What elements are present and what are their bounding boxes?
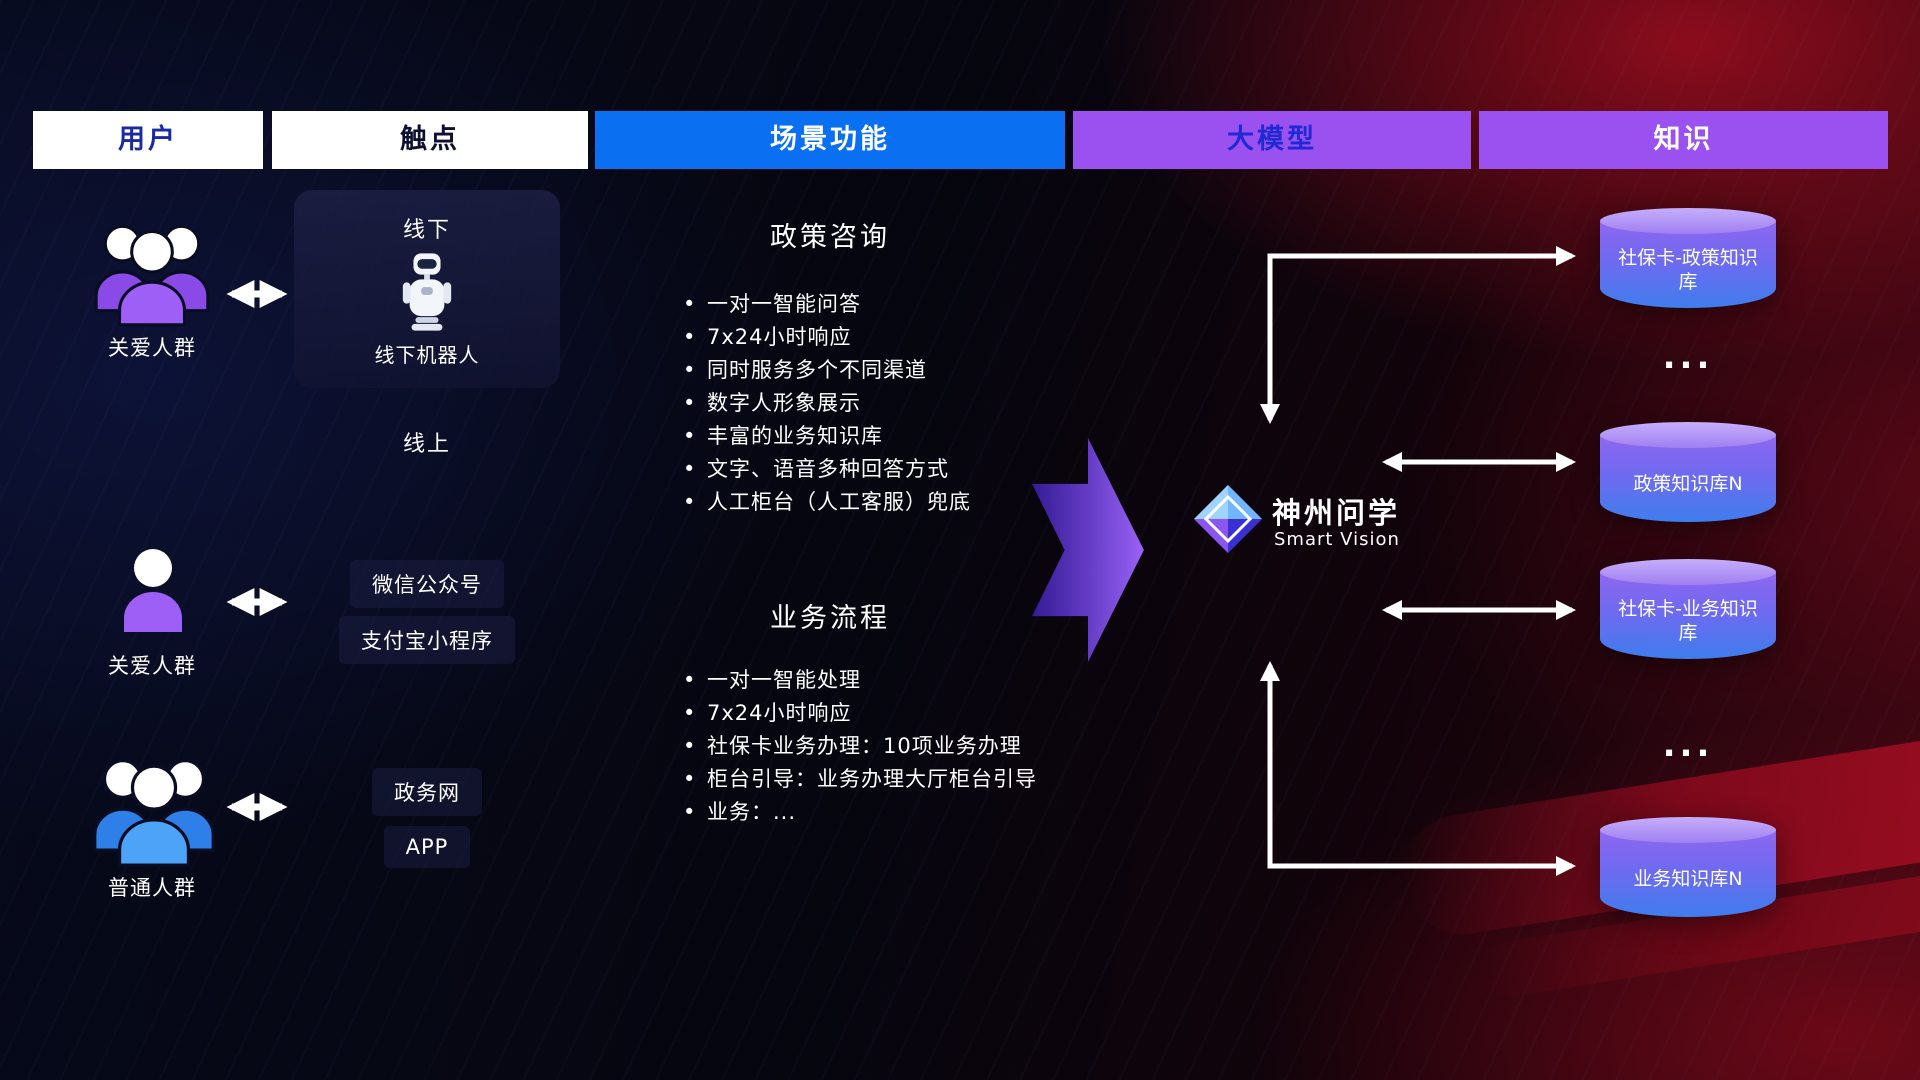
bullet-item: 丰富的业务知识库 <box>681 424 1065 448</box>
business-bullet-list: 一对一智能处理 7x24小时响应 社保卡业务办理：10项业务办理 柜台引导：业务… <box>681 668 1065 833</box>
model-subtitle: Smart Vision <box>1274 529 1400 550</box>
knowledge-db-policy-shebao: 社保卡-政策知识库 <box>1600 208 1776 308</box>
knowledge-db-label: 政策知识库N <box>1633 473 1743 495</box>
channel-alipay: 支付宝小程序 <box>339 616 515 664</box>
channel-wechat: 微信公众号 <box>350 560 504 608</box>
user-single-label: 关爱人群 <box>108 654 196 678</box>
column-header-scene-functions: 场景功能 <box>595 111 1065 169</box>
bullet-item: 社保卡业务办理：10项业务办理 <box>681 734 1065 758</box>
column-header-knowledge: 知识 <box>1479 111 1888 169</box>
bullet-item: 7x24小时响应 <box>681 701 1065 725</box>
smart-vision-logo-icon <box>1194 485 1262 553</box>
knowledge-db-label: 社保卡-业务知识库 <box>1618 598 1758 644</box>
user-group-blue-icon <box>93 759 215 867</box>
bullet-item: 数字人形象展示 <box>681 391 1065 415</box>
column-header-large-model: 大模型 <box>1073 111 1471 169</box>
channel-app: APP <box>383 826 471 868</box>
robot-icon <box>402 252 452 331</box>
knowledge-db-policy-n: 政策知识库N <box>1600 422 1776 522</box>
bullet-item: 一对一智能问答 <box>681 292 1065 316</box>
bullet-item: 同时服务多个不同渠道 <box>681 358 1065 382</box>
policy-bullet-list: 一对一智能问答 7x24小时响应 同时服务多个不同渠道 数字人形象展示 丰富的业… <box>681 292 1065 523</box>
bullet-item: 文字、语音多种回答方式 <box>681 457 1065 481</box>
bullet-item: 一对一智能处理 <box>681 668 1065 692</box>
user-group-label: 关爱人群 <box>108 336 196 360</box>
user-single-purple-icon <box>124 549 182 632</box>
offline-caption: 线下机器人 <box>374 343 480 367</box>
model-name: 神州问学 <box>1272 496 1401 530</box>
user-group-purple-icon <box>94 224 210 327</box>
offline-touchpoint-card: 线下 线下机器人 <box>294 190 560 388</box>
ellipsis-business: ... <box>1662 725 1714 765</box>
bullet-item: 业务：... <box>681 800 1065 824</box>
scene-title-policy: 政策咨询 <box>770 222 890 253</box>
online-label: 线上 <box>402 432 451 457</box>
flow-arrow <box>1032 438 1144 662</box>
channel-gov-web: 政务网 <box>372 768 482 816</box>
knowledge-db-label: 业务知识库N <box>1633 868 1743 890</box>
column-header-users: 用户 <box>33 111 263 169</box>
user-group-blue-label: 普通人群 <box>108 876 196 900</box>
ellipsis-policy: ... <box>1662 337 1714 377</box>
bullet-item: 人工柜台（人工客服）兜底 <box>681 490 1065 514</box>
bullet-item: 7x24小时响应 <box>681 325 1065 349</box>
knowledge-db-business-shebao: 社保卡-业务知识库 <box>1600 559 1776 659</box>
knowledge-db-label: 社保卡-政策知识库 <box>1618 247 1758 293</box>
column-header-touchpoints: 触点 <box>272 111 588 169</box>
bullet-item: 柜台引导：业务办理大厅柜台引导 <box>681 767 1065 791</box>
scene-title-business: 业务流程 <box>770 603 890 634</box>
offline-title: 线下 <box>402 218 451 243</box>
knowledge-db-business-n: 业务知识库N <box>1600 817 1776 917</box>
